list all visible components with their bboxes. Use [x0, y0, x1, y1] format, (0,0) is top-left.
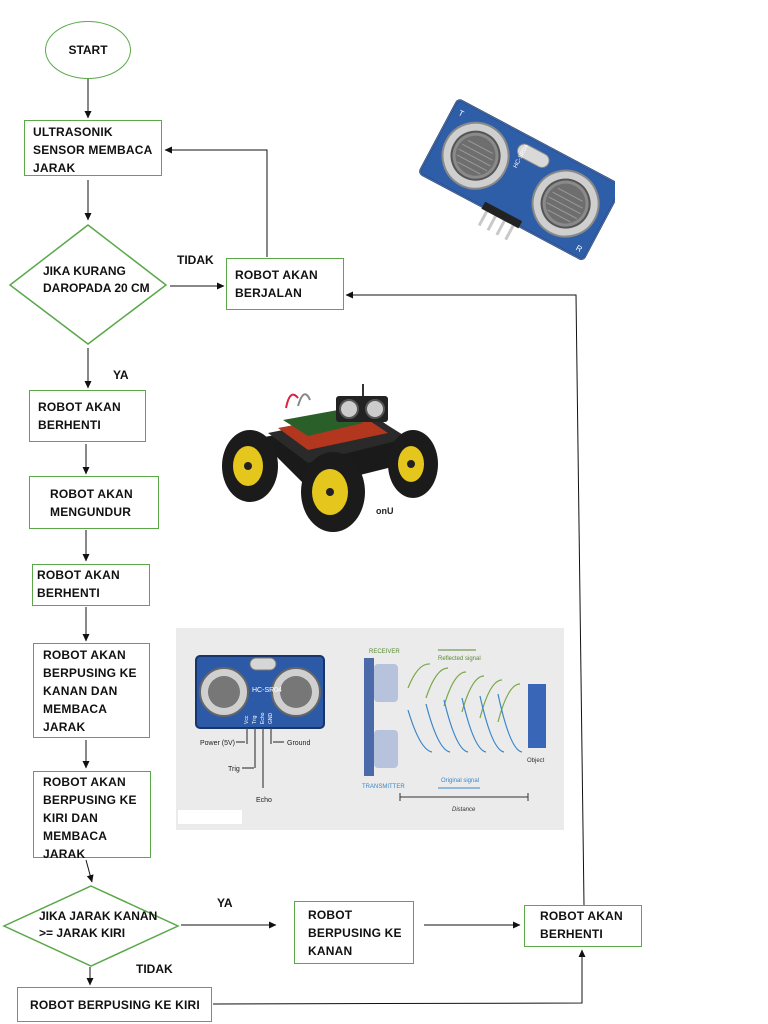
- start-node: START: [45, 21, 131, 79]
- label-no-2: TIDAK: [136, 962, 173, 976]
- process-reverse: ROBOT AKAN MENGUNDUR: [29, 476, 159, 529]
- diagram-pin-gnd: GND: [268, 713, 274, 725]
- sensor-t-label: T: [457, 108, 466, 118]
- arrow-turnleft-to-stop3: [212, 949, 586, 1005]
- decision-distance-label: JIKA KURANG DAROPADA 20 CM: [43, 264, 150, 295]
- diagram-module-label: HC-SR04: [252, 687, 282, 694]
- start-label: START: [68, 43, 108, 57]
- diagram-distance-label: Distance: [452, 807, 476, 813]
- diagram-power-label: Power (5V): [200, 740, 235, 747]
- diagram-pin-trig: Trig: [252, 715, 258, 724]
- diagram-original-label: Original signal: [441, 778, 479, 784]
- diagram-echo-label: Echo: [256, 797, 272, 804]
- decision-compare-shape: [2, 885, 180, 967]
- process-turn-left: ROBOT BERPUSING KE KIRI: [17, 987, 212, 1022]
- label-yes-1: YA: [113, 368, 129, 382]
- process-turn-right: ROBOT BERPUSING KE KANAN: [294, 901, 414, 964]
- sensor-r-label: R: [574, 243, 584, 254]
- diagram-receiver-label: RECEIVER: [369, 649, 400, 655]
- robot-car-photo: onU: [222, 384, 438, 532]
- car-caption: onU: [376, 506, 394, 516]
- decision-distance-shape: [8, 224, 168, 345]
- process-turn-right-read: ROBOT AKAN BERPUSING KE KANAN DAN MEMBAC…: [33, 643, 150, 738]
- diagram-trig-label: Trig: [228, 766, 240, 773]
- decision-compare-label: JIKA JARAK KANAN >= JARAK KIRI: [39, 909, 158, 940]
- sensor-working-diagram: HC-SR04 Vcc Trig Echo GND Power (5V) Gro…: [195, 649, 546, 813]
- diagram-object-label: Object: [527, 758, 545, 764]
- diagram-reflected-label: Reflected signal: [438, 656, 481, 662]
- diagram-ground-label: Ground: [287, 740, 310, 747]
- label-no-1: TIDAK: [177, 253, 214, 267]
- diagram-pin-vcc: Vcc: [244, 715, 250, 724]
- process-stop-2: ROBOT AKAN BERHENTI: [32, 564, 150, 606]
- diagram-transmitter-label: TRANSMITTER: [362, 784, 405, 790]
- diagram-pin-echo: Echo: [260, 712, 266, 724]
- diagram-white-tab: [178, 810, 242, 824]
- process-sensor-read: ULTRASONIK SENSOR MEMBACA JARAK: [24, 120, 162, 176]
- label-yes-2: YA: [217, 896, 233, 910]
- arrow-stop3-to-move: [345, 291, 585, 906]
- process-robot-move: ROBOT AKAN BERJALAN: [226, 258, 344, 310]
- process-stop-3: ROBOT AKAN BERHENTI: [524, 905, 642, 947]
- arrow-left-to-compare: [85, 859, 94, 883]
- ultrasonic-sensor-photo: HC-SR04 T R: [419, 99, 615, 260]
- process-turn-left-read: ROBOT AKAN BERPUSING KE KIRI DAN MEMBACA…: [33, 771, 151, 861]
- process-stop-1: ROBOT AKAN BERHENTI: [29, 390, 146, 442]
- arrow-move-to-sensor: [164, 146, 268, 257]
